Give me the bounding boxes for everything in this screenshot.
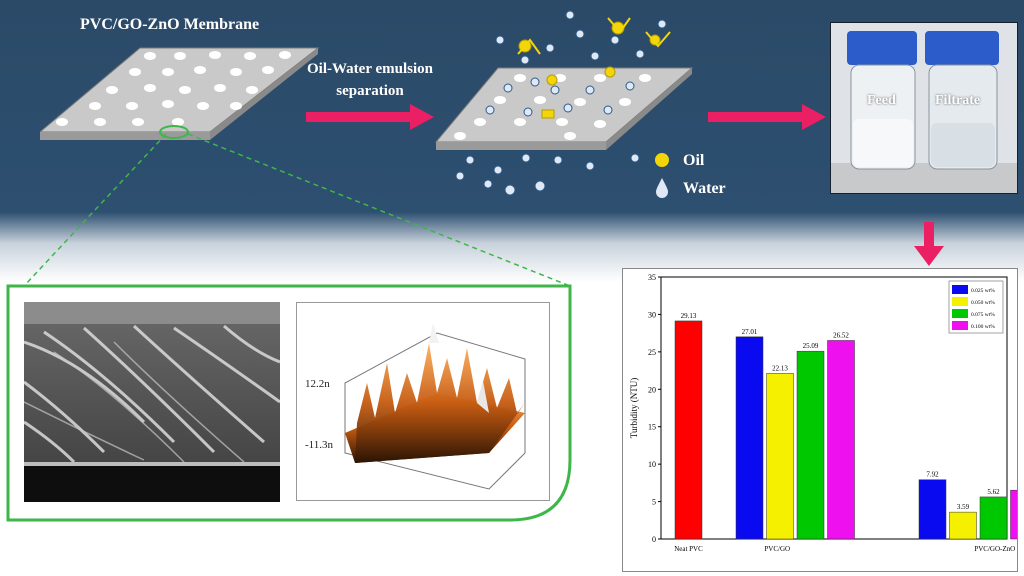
membrane-title: PVC/GO-ZnO Membrane [80,16,260,33]
y-tick-label: 20 [648,385,656,394]
zoom-marker [159,125,189,139]
turbidity-chart: Turbidity (NTU) 0 5 10 15 20 25 30 35 29.13 27.0… [622,268,1024,572]
bar [827,340,855,540]
x-group-label: Neat PVC [674,545,703,553]
afm-surface-image: 12.2n -11.3n [296,302,550,501]
legend-entry: 0.025 wt% [971,288,995,294]
y-tick-label: 25 [648,348,656,357]
filtrate-jar-cap [925,31,999,65]
water-droplets [455,10,667,196]
y-tick-label: 35 [648,273,656,282]
step-label-line1: Oil-Water emulsion [307,61,433,77]
bar [918,479,947,540]
legend-water-label: Water [683,180,726,197]
separation-membrane [434,10,694,196]
sem-cross-section-image [24,302,280,502]
turbidity-chart-svg: Turbidity (NTU) 0 5 10 15 20 25 30 35 29.13 27.0… [629,273,1024,553]
legend-entry: 0.100 wt% [971,324,995,330]
afm-zmin-label: -11.3n [305,439,334,451]
bar [949,511,977,540]
y-tick-label: 5 [652,498,656,507]
step-label-line2: separation [336,83,404,99]
legend-icons [655,153,669,198]
feed-jar-cap [847,31,917,65]
y-tick-label: 0 [652,535,656,544]
process-arrow-1 [306,104,434,130]
bar [979,496,1008,540]
process-arrow-2 [708,104,826,130]
oil-rejection-arrows [517,17,671,55]
bar-value-label: 29.13 [681,312,697,320]
feed-label: Feed [867,93,896,108]
bar [735,336,764,540]
y-tick-label: 15 [648,423,656,432]
water-legend-icon [656,178,668,198]
step-label: Oil-Water emulsion separation [275,58,465,102]
bar-value-label: 27.01 [742,328,758,336]
bar-value-label: 3.59 [957,503,970,511]
zoom-callout [6,133,572,522]
afm-zmax-label: 12.2n [305,378,330,390]
y-tick-label: 10 [648,460,656,469]
bar-value-label: 7.92 [926,471,939,479]
legend-swatch [952,297,968,306]
membrane-pores [56,51,291,126]
bar-value-label: 22.13 [772,364,788,372]
legend-entry: 0.050 wt% [971,300,995,306]
y-axis-label: Turbidity (NTU) [629,378,639,438]
x-group-label: PVC/GO-ZnO [974,545,1015,553]
y-tick-label: 30 [648,310,656,319]
feed-filtrate-photo: Feed Filtrate [830,22,1018,194]
legend-swatch [952,321,968,330]
bar-value-label: 25.09 [803,342,819,350]
filtrate-label: Filtrate [935,93,981,108]
bar-value-label: 26.52 [833,331,849,339]
bar-value-label: 5.62 [987,488,1000,496]
legend-oil-label: Oil [683,152,705,169]
oil-legend-icon [655,153,669,167]
x-group-label: PVC/GO [764,545,790,553]
legend-swatch [952,285,968,294]
bar [674,320,703,540]
bar [1010,489,1024,540]
legend-entry: 0.075 wt% [971,312,995,318]
membrane-plate [40,47,320,140]
legend-swatch [952,309,968,318]
process-arrow-down [914,222,944,266]
bar [766,373,794,540]
zoom-frame [6,284,572,522]
bar [796,350,825,540]
